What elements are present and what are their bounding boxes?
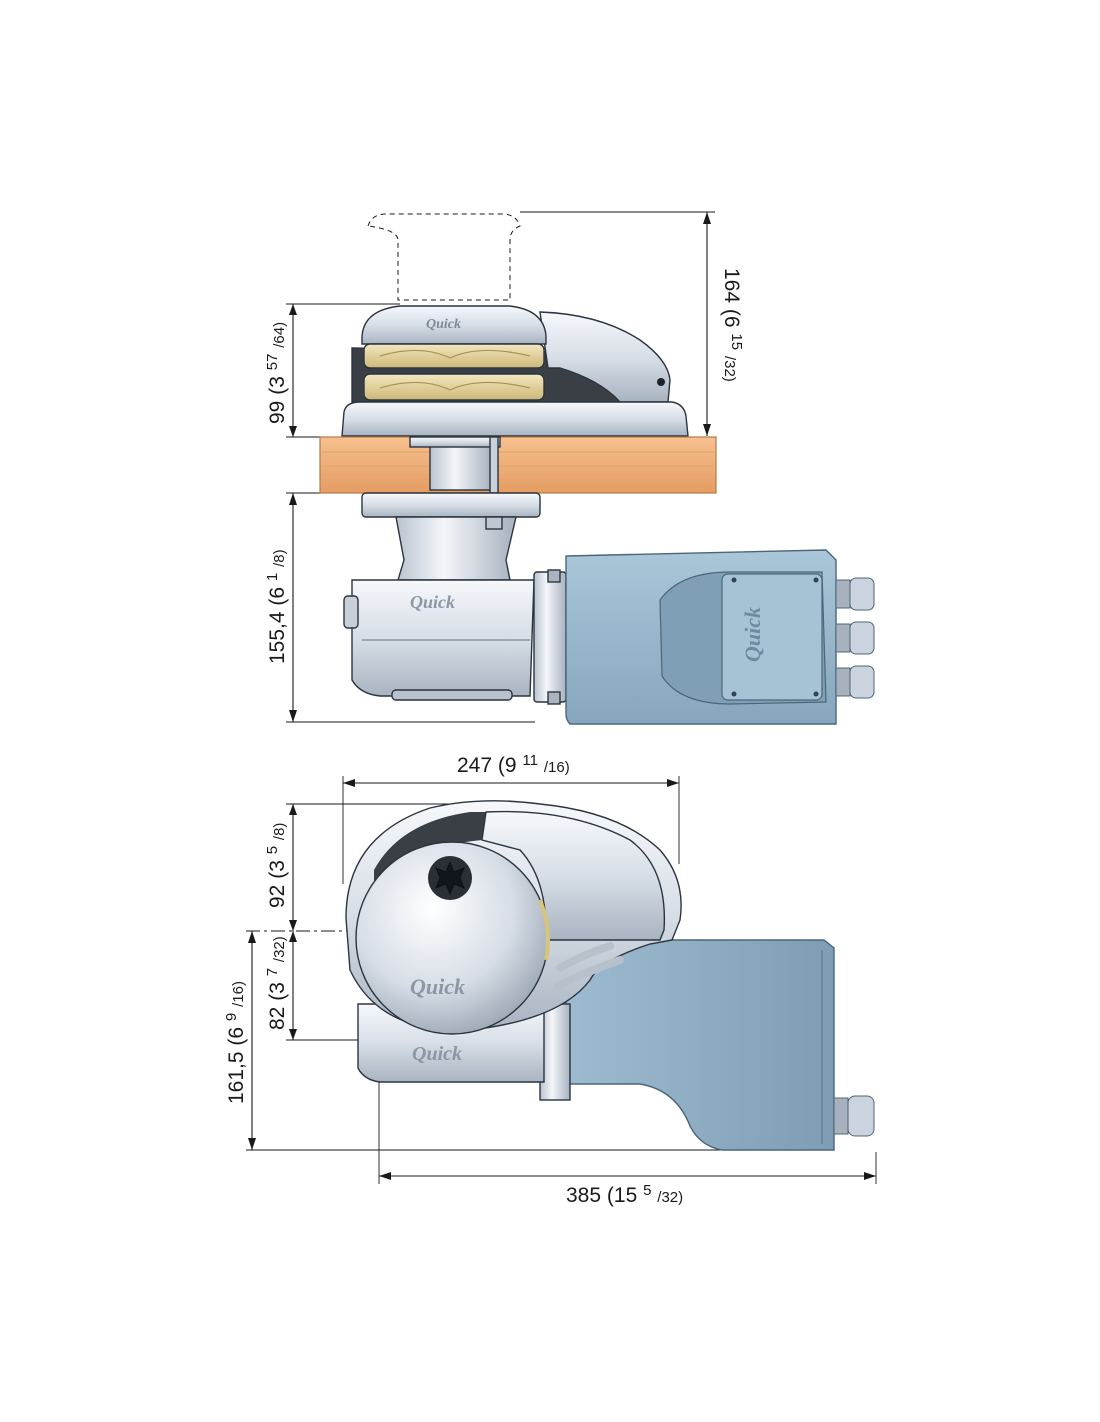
winch-top-logo: Quick bbox=[426, 317, 461, 332]
svg-text:92 (3 5: 92 (3 5 /8) bbox=[259, 823, 289, 908]
dim-above-deck-frac-num: 15 bbox=[728, 333, 745, 350]
dim-above-deck: 164 (6 15 /32) bbox=[520, 211, 750, 436]
dim-total-length-main: (15 bbox=[607, 1184, 637, 1207]
motor-adapter bbox=[533, 571, 567, 703]
dim-total-depth-frac-den: /16) bbox=[230, 981, 247, 1007]
dim-lower-frac-num: 7 bbox=[264, 968, 281, 976]
motor-logo: Quick bbox=[740, 607, 765, 662]
dim-winch-height: 99 (3 57 /64) bbox=[259, 303, 400, 438]
winch-above-deck: Quick bbox=[341, 305, 689, 437]
dim-above-deck-main: (6 bbox=[720, 309, 743, 328]
dim-total-depth-value: 161,5 bbox=[225, 1051, 248, 1104]
dim-width-frac-num: 11 bbox=[522, 752, 538, 769]
dim-total-length-value: 385 bbox=[566, 1184, 601, 1207]
dim-winch-height-frac-den: /64) bbox=[271, 322, 288, 348]
dim-total-length: 385 (15 5 /32) bbox=[378, 1082, 877, 1207]
deck-plank bbox=[319, 436, 717, 494]
cable-glands bbox=[835, 577, 875, 699]
top-view: 247 (9 11 /16) 92 (3 5 /8) bbox=[218, 747, 877, 1207]
dim-above-deck-value: 164 bbox=[720, 268, 743, 303]
gearbox-below-deck: Quick bbox=[343, 492, 567, 705]
dim-upper: 92 (3 5 /8) bbox=[259, 803, 470, 931]
winch-top-cap bbox=[361, 305, 547, 345]
dim-upper-main: (3 bbox=[266, 860, 289, 879]
gearbox-logo: Quick bbox=[410, 592, 455, 612]
dim-below-deck-main: (6 bbox=[266, 587, 289, 606]
svg-text:155,4 (6 1: 155,4 (6 1 /8) bbox=[259, 549, 289, 664]
dim-winch-height-frac-num: 57 bbox=[264, 354, 281, 371]
dim-winch-height-main: (3 bbox=[266, 376, 289, 395]
dim-total-depth: 161,5 (6 9 /16) bbox=[218, 931, 720, 1151]
winch-drum-logo: Quick bbox=[410, 974, 465, 999]
gearbox-top-logo: Quick bbox=[412, 1043, 462, 1065]
svg-text:385 (15 5: 385 (15 5 /32) bbox=[566, 1177, 683, 1207]
dim-upper-frac-den: /8) bbox=[271, 823, 288, 841]
motor-side: Quick bbox=[565, 549, 875, 725]
svg-text:161,5 (6 9: 161,5 (6 9 /16) bbox=[218, 981, 248, 1104]
dim-total-depth-main: (6 bbox=[225, 1027, 248, 1046]
dim-winch-height-value: 99 bbox=[266, 401, 289, 424]
dim-above-deck-frac-den: /32) bbox=[721, 356, 738, 382]
optional-drum-outline bbox=[367, 213, 521, 301]
dim-total-depth-frac-num: 9 bbox=[223, 1013, 240, 1021]
dim-total-length-frac-num: 5 bbox=[643, 1182, 651, 1199]
gypsy-lower bbox=[363, 373, 545, 401]
side-view: 164 (6 15 /32) 99 (3 57 /64) bbox=[259, 211, 875, 725]
winch-hood-top bbox=[481, 810, 666, 941]
gearbox-flange bbox=[361, 492, 541, 518]
dim-below-deck: 155,4 (6 1 /8) bbox=[259, 492, 535, 723]
dim-below-deck-value: 155,4 bbox=[266, 611, 289, 664]
deck-section bbox=[319, 436, 717, 494]
motor-top bbox=[565, 939, 875, 1151]
dim-upper-frac-num: 5 bbox=[264, 846, 281, 854]
dim-below-deck-frac-den: /8) bbox=[271, 549, 288, 567]
motor-body-top bbox=[565, 939, 835, 1151]
cable-gland-top bbox=[847, 1095, 875, 1137]
dim-below-deck-frac-num: 1 bbox=[264, 573, 281, 581]
svg-text:99 (3 57: 99 (3 57 /64) bbox=[259, 322, 289, 424]
dim-lower-frac-den: /32) bbox=[271, 936, 288, 962]
winch-top-view: Quick bbox=[345, 800, 682, 1035]
winch-dark-band-top bbox=[374, 812, 486, 900]
dim-width: 247 (9 11 /16) bbox=[342, 747, 680, 884]
dim-width-value: 247 bbox=[457, 754, 492, 777]
dim-lower-value: 82 bbox=[266, 1007, 289, 1030]
dim-total-length-frac-den: /32) bbox=[657, 1189, 683, 1206]
dim-width-main: (9 bbox=[498, 754, 517, 777]
dim-lower-main: (3 bbox=[266, 982, 289, 1001]
dim-upper-value: 92 bbox=[266, 885, 289, 908]
svg-text:164 (6 15: 164 (6 15 /32) bbox=[720, 268, 750, 382]
svg-text:247 (9 11: 247 (9 11 /16) bbox=[457, 747, 570, 777]
star-socket-icon bbox=[435, 860, 465, 896]
dim-width-frac-den: /16) bbox=[544, 759, 570, 776]
winch-cover-hood bbox=[539, 311, 671, 403]
svg-text:82 (3 7: 82 (3 7 /32) bbox=[259, 936, 289, 1030]
winch-base-plate bbox=[341, 401, 689, 437]
